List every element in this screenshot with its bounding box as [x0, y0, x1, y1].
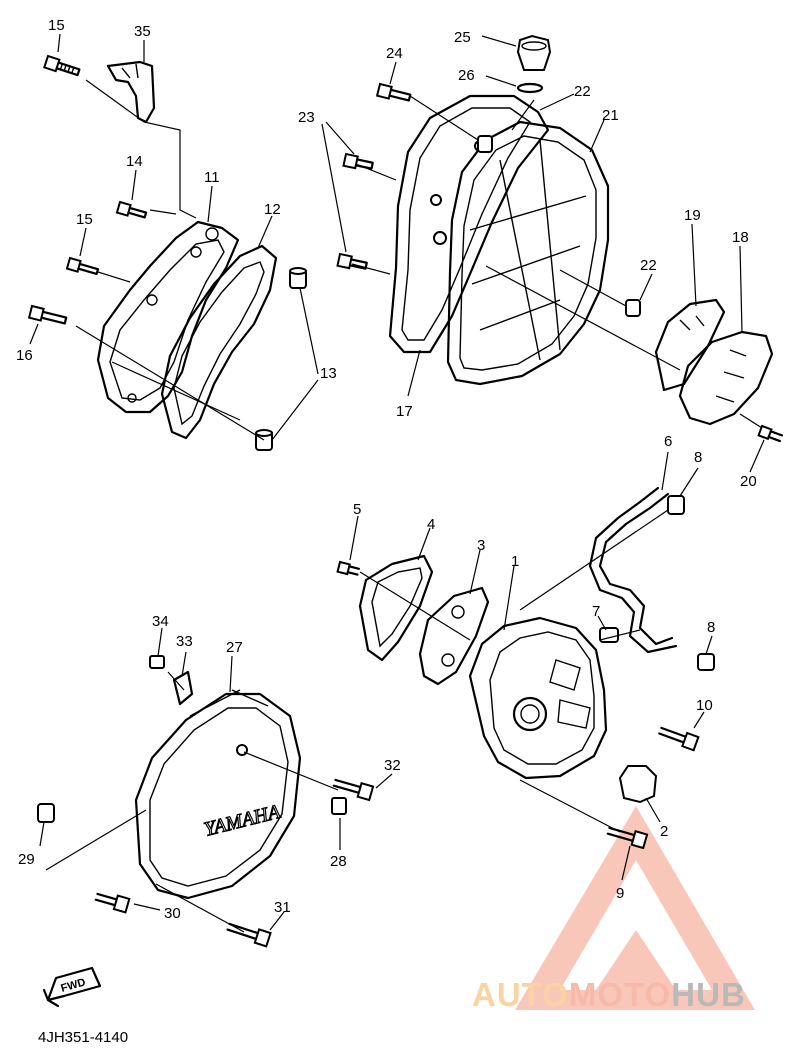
callout-21: 21 — [602, 107, 619, 124]
callout-1: 1 — [511, 553, 519, 570]
callout-29: 29 — [18, 851, 35, 868]
part-code: 4JH351-4140 — [38, 1029, 128, 1046]
callout-3: 3 — [477, 537, 485, 554]
callout-30: 30 — [164, 905, 181, 922]
callout-18: 18 — [732, 229, 749, 246]
watermark-text-moto: MOTO — [569, 976, 671, 1013]
callout-10: 10 — [696, 697, 713, 714]
callout-7: 7 — [592, 603, 600, 620]
callout-22a: 22 — [574, 83, 591, 100]
watermark-triangle — [515, 806, 755, 1010]
fwd-label: FWD — [60, 976, 87, 994]
callout-35: 35 — [134, 23, 151, 40]
callout-15b: 15 — [76, 211, 93, 228]
callout-20: 20 — [740, 473, 757, 490]
callout-32: 32 — [384, 757, 401, 774]
callout-31: 31 — [274, 899, 291, 916]
callout-27: 27 — [226, 639, 243, 656]
part-group-right-cover — [336, 34, 784, 443]
watermark-text-auto: AUTO — [472, 976, 569, 1013]
callout-4: 4 — [427, 516, 435, 533]
callout-22b: 22 — [640, 257, 657, 274]
callout-34: 34 — [152, 613, 169, 630]
callout-14: 14 — [126, 153, 143, 170]
cover-brand-text: YAMAHA — [202, 801, 283, 841]
forward-arrow-icon: FWD — [42, 966, 102, 1008]
callout-6: 6 — [664, 433, 672, 450]
callout-25: 25 — [454, 29, 471, 46]
callout-13: 13 — [320, 365, 337, 382]
callout-17: 17 — [396, 403, 413, 420]
callout-24: 24 — [386, 45, 403, 62]
callout-15a: 15 — [48, 17, 65, 34]
callout-8b: 8 — [707, 619, 715, 636]
callout-2: 2 — [660, 823, 668, 840]
callout-16: 16 — [16, 347, 33, 364]
callout-33: 33 — [176, 633, 193, 650]
callout-8a: 8 — [694, 449, 702, 466]
callout-23: 23 — [298, 109, 315, 126]
part-group-left-cover — [27, 54, 307, 451]
svg-text:AUTOMOTOHUB: AUTOMOTOHUB — [472, 976, 746, 1013]
callout-labels: 1 2 3 4 5 6 7 8 8 9 10 11 12 13 14 15 15… — [16, 17, 757, 922]
callout-12: 12 — [264, 201, 281, 218]
callout-9: 9 — [616, 885, 624, 902]
part-group-middle-housing — [336, 486, 715, 850]
watermark-logo: AUTOMOTOHUB — [472, 806, 755, 1013]
callout-11: 11 — [204, 169, 220, 186]
callout-19: 19 — [684, 207, 701, 224]
watermark-text-hub: HUB — [671, 976, 746, 1013]
callout-28: 28 — [330, 853, 347, 870]
callout-26: 26 — [458, 67, 475, 84]
leader-lines — [29, 33, 765, 931]
part-group-generator-cover: YAMAHA — [37, 655, 375, 948]
callout-5: 5 — [353, 501, 361, 518]
